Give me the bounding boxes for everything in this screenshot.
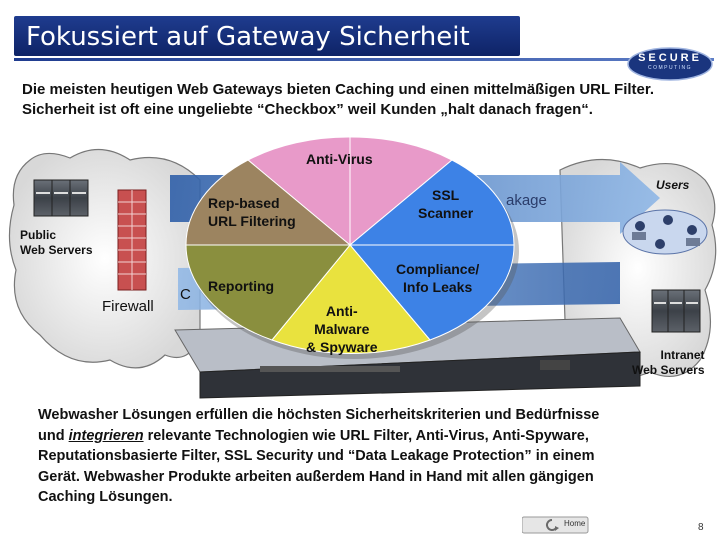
wedge-ssl-label: SSL Scanner bbox=[418, 187, 474, 221]
secure-computing-logo bbox=[627, 47, 713, 81]
intranet-label: Intranet Web Servers bbox=[632, 348, 705, 377]
body-line-3: Reputationsbasierte Filter, SSL Security… bbox=[38, 448, 595, 464]
wedge-malware-label: Anti- Malware & Spyware bbox=[306, 303, 378, 355]
wedge-compliance-label: Compliance/ Info Leaks bbox=[396, 261, 480, 295]
body-line-2-pre: und bbox=[38, 427, 69, 444]
wedge-reporting-label: Reporting bbox=[208, 278, 275, 294]
integrieren-emphasis: integrieren bbox=[68, 427, 144, 444]
security-pie bbox=[185, 136, 519, 359]
intro-paragraph: Die meisten heutigen Web Gateways bieten… bbox=[22, 80, 712, 120]
firewall-icon bbox=[117, 189, 147, 291]
page-number: 8 bbox=[698, 522, 704, 533]
intranet-server-icon bbox=[651, 289, 701, 333]
arrow-fragment-c: C bbox=[180, 286, 191, 303]
title-bar: Fokussiert auf Gateway Sicherheit bbox=[14, 16, 520, 56]
users-label: Users bbox=[656, 178, 690, 192]
home-label: Home bbox=[564, 519, 586, 528]
intro-line-2: Sicherheit ist oft eine ungeliebte “Chec… bbox=[22, 101, 593, 118]
header-underline bbox=[14, 58, 714, 61]
intro-line-1: Die meisten heutigen Web Gateways bieten… bbox=[22, 81, 655, 98]
wedge-antivirus-label: Anti-Virus bbox=[306, 151, 373, 167]
wedge-rep-label: Rep-based URL Filtering bbox=[208, 195, 296, 229]
body-line-2-post: relevante Technologien wie URL Filter, A… bbox=[143, 427, 589, 444]
firewall-label: Firewall bbox=[102, 298, 154, 315]
body-line-2: und integrieren relevante Technologien w… bbox=[38, 426, 718, 447]
public-server-icon bbox=[33, 179, 89, 217]
secure-logo: SECURE COMPUTING bbox=[630, 50, 710, 78]
logo-subword: COMPUTING bbox=[647, 65, 693, 71]
slide-header: Fokussiert auf Gateway Sicherheit bbox=[0, 0, 720, 62]
arrow-fragment-akage: akage bbox=[506, 192, 547, 209]
users-network-icon bbox=[622, 209, 708, 255]
body-line-1: Webwasher Lösungen erfüllen die höchsten… bbox=[38, 407, 600, 423]
body-paragraph: Webwasher Lösungen erfüllen die höchsten… bbox=[38, 405, 718, 508]
logo-word: SECURE bbox=[638, 52, 702, 64]
public-servers-label: Public Web Servers bbox=[20, 228, 93, 257]
body-line-5: Caching Lösungen. bbox=[38, 489, 173, 505]
home-button[interactable]: Home bbox=[522, 516, 592, 534]
home-button-icon bbox=[522, 516, 589, 534]
body-line-4: Gerät. Webwasher Produkte arbeiten außer… bbox=[38, 468, 594, 485]
slide-title: Fokussiert auf Gateway Sicherheit bbox=[26, 22, 470, 52]
